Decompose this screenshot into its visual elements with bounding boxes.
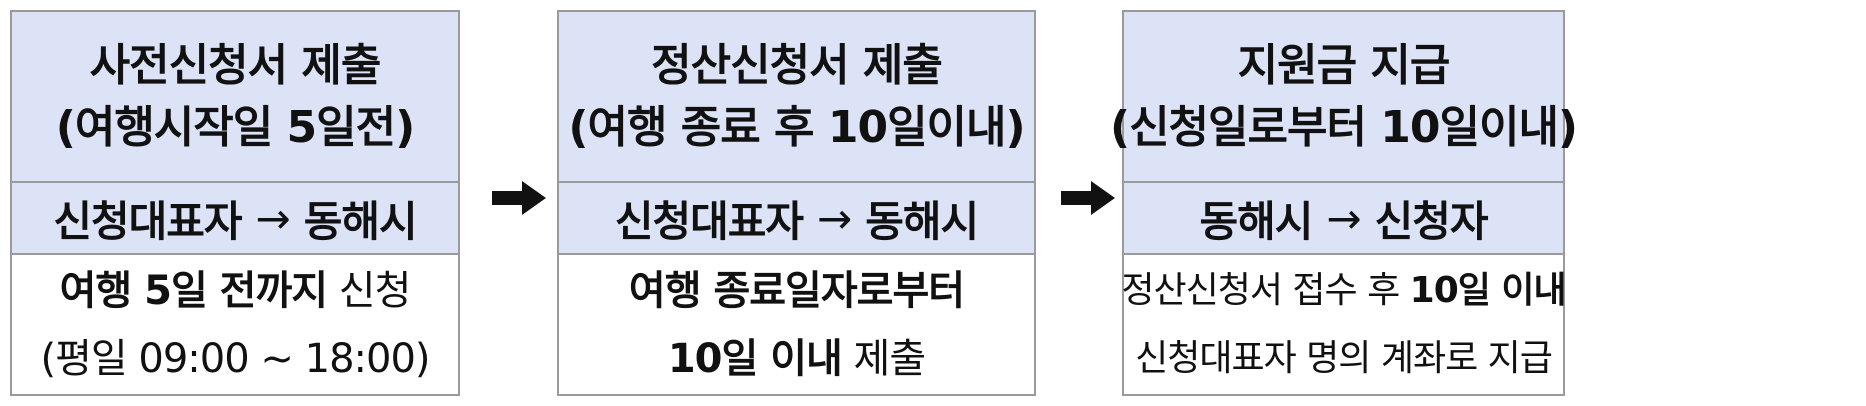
step-title: 정산신청서 제출 (651, 39, 943, 91)
description-line: 신청대표자 명의 계좌로 지급 (1135, 337, 1553, 379)
flow-to: 동해시 (303, 196, 418, 246)
description-text: 신청 (327, 267, 412, 314)
description-line: 여행 종료일자로부터 (628, 267, 965, 314)
step-subtitle: (여행시작일 5일전) (55, 101, 416, 153)
step-flow: 신청대표자 → 동해시 (12, 183, 458, 255)
description-line: 정산신청서 접수 후 10일 이내 (1121, 257, 1567, 325)
description-hours: (평일 09:00 ~ 18:00) (40, 335, 430, 382)
flow-arrow-glyph: → (817, 193, 852, 243)
step-box-subsidy-payment: 지원금 지급 (신청일로부터 10일이내) 동해시 → 신청자 정산신청서 접수… (1110, 10, 1578, 396)
flow-to: 신청자 (1374, 196, 1489, 246)
step-subtitle: (신청일로부터 10일이내) (1109, 101, 1578, 153)
step-box-pre-application: 사전신청서 제출 (여행시작일 5일전) 신청대표자 → 동해시 여행 5일 전… (10, 10, 460, 396)
flow-from: 동해시 (1199, 196, 1313, 246)
step-header: 정산신청서 제출 (여행 종료 후 10일이내) (559, 12, 1034, 183)
step-flow: 동해시 → 신청자 (1124, 183, 1563, 255)
step-header: 지원금 지급 (신청일로부터 10일이내) (1110, 12, 1578, 183)
description-line: 여행 5일 전까지 신청 (59, 257, 412, 325)
step-description: 정산신청서 접수 후 10일 이내 신청대표자 명의 계좌로 지급 (1121, 255, 1567, 394)
step-title: 지원금 지급 (1237, 39, 1451, 91)
step-description: 여행 종료일자로부터 10일 이내 제출 (559, 255, 1034, 394)
description-emphasis: 여행 5일 전까지 (59, 267, 328, 314)
step-header: 사전신청서 제출 (여행시작일 5일전) (12, 12, 458, 183)
step-title: 사전신청서 제출 (89, 39, 382, 91)
description-text: 제출 (841, 335, 927, 382)
flow-arrow-glyph: → (1326, 193, 1361, 243)
step-box-settlement-application: 정산신청서 제출 (여행 종료 후 10일이내) 신청대표자 → 동해시 여행 … (557, 10, 1036, 396)
description-emphasis: 10일 이내 (667, 335, 843, 382)
description-emphasis: 10일 이내 (1409, 269, 1567, 311)
heavy-right-arrow-icon (492, 181, 546, 215)
step-subtitle: (여행 종료 후 10일이내) (568, 101, 1025, 153)
step-flow: 신청대표자 → 동해시 (559, 183, 1034, 255)
heavy-right-arrow-icon (1061, 181, 1115, 215)
flow-from: 신청대표자 (614, 196, 804, 246)
description-text: 정산신청서 접수 후 (1121, 269, 1410, 311)
flow-from: 신청대표자 (53, 196, 242, 246)
flow-to: 동해시 (865, 196, 979, 246)
step-description: 여행 5일 전까지 신청 (평일 09:00 ~ 18:00) (12, 255, 458, 394)
flow-arrow-glyph: → (255, 193, 291, 243)
description-line: 10일 이내 제출 (667, 325, 927, 393)
